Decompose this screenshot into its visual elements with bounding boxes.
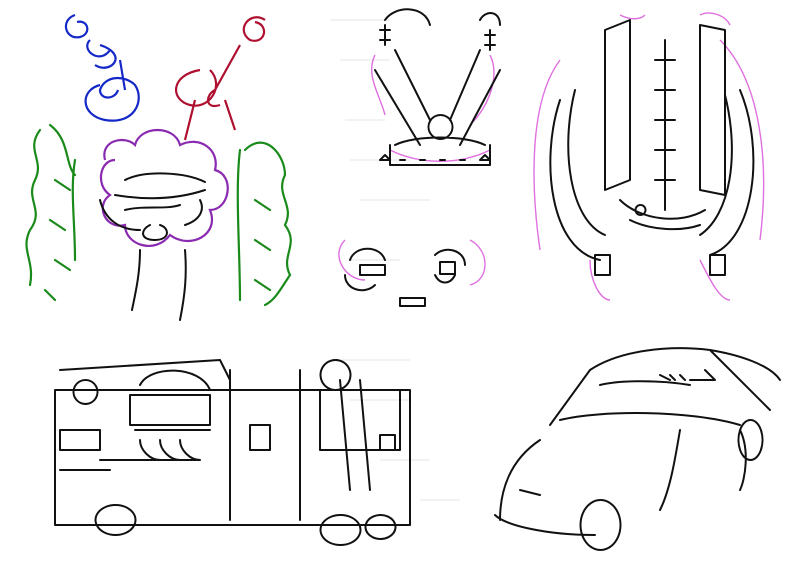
chassis-sketch — [54, 359, 411, 546]
sports-car-sketch — [494, 347, 781, 551]
towers-sketch — [533, 12, 765, 301]
tree-sketch — [25, 13, 292, 321]
v-engine-sketch — [338, 8, 501, 307]
